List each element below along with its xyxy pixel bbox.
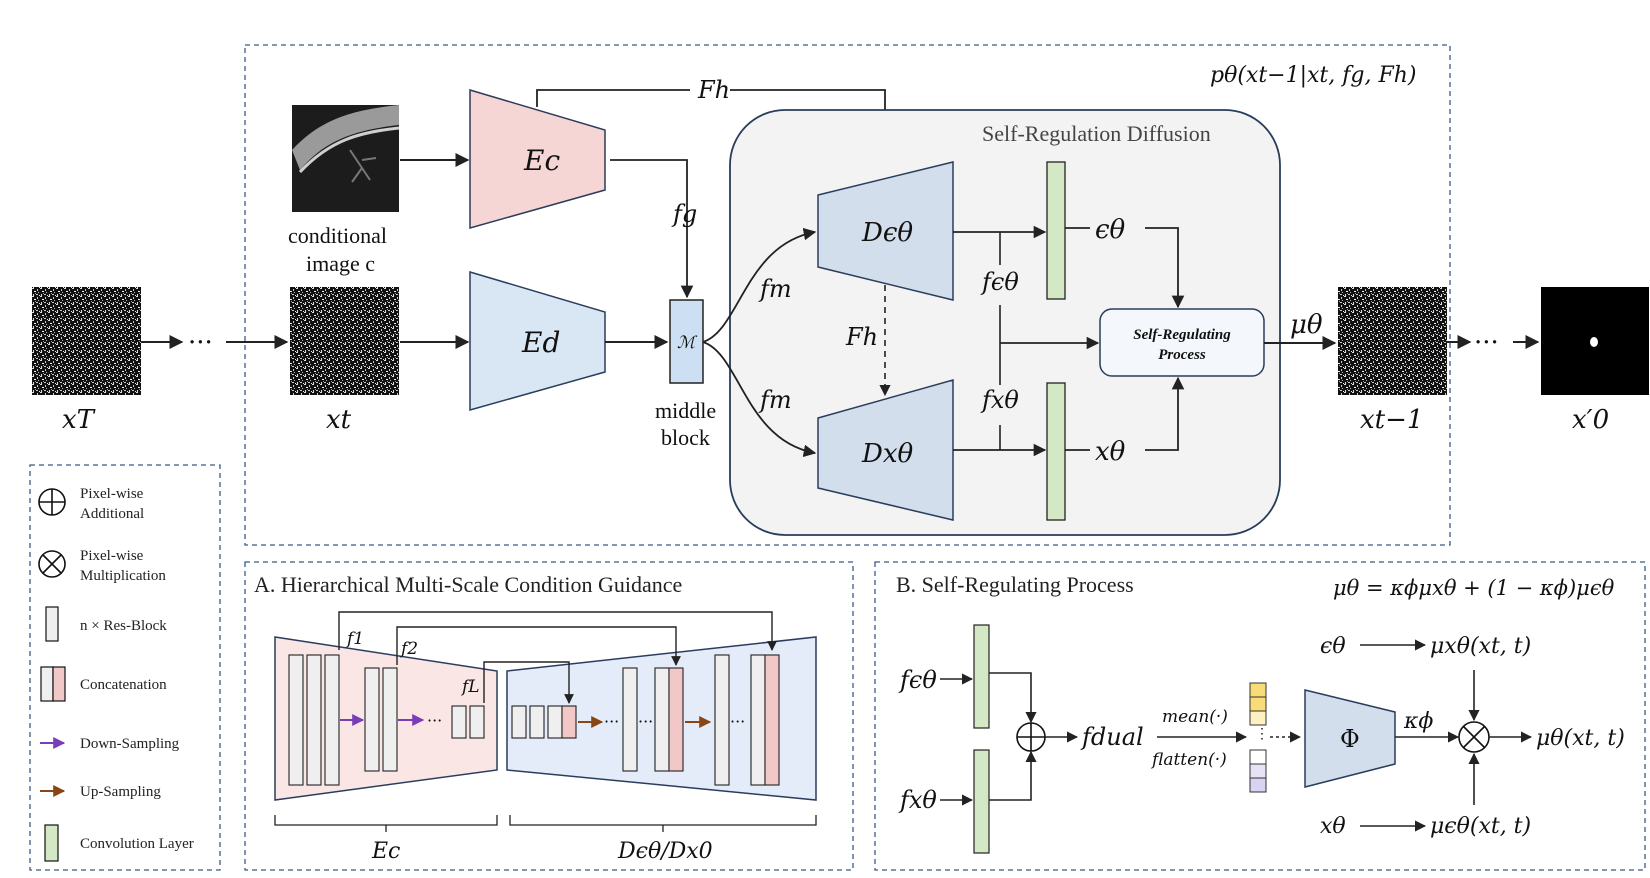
panel-A-title: A. Hierarchical Multi-Scale Condition Gu… xyxy=(254,572,682,597)
panelB-phi-network xyxy=(1304,689,1396,788)
eps-theta-label: ϵθ xyxy=(1095,215,1126,245)
M-label: ℳ xyxy=(677,333,698,353)
panelA-fL-label: fL xyxy=(460,677,480,697)
res-block-icon xyxy=(45,606,59,642)
D-eps-label: Dϵθ xyxy=(861,218,913,248)
Ec-label: Ec xyxy=(523,144,560,177)
dots-left: ··· xyxy=(188,328,213,358)
x-T-label: xT xyxy=(62,405,96,435)
legend-item-2-line2: Multiplication xyxy=(80,568,166,584)
fm-top-label: fm xyxy=(758,275,792,303)
panelA-dots-3: ··· xyxy=(638,712,653,731)
plus-circle-icon xyxy=(38,488,66,516)
dots-right: ··· xyxy=(1474,328,1499,358)
panelA-dots-2: ··· xyxy=(604,712,619,731)
panelB-feature-vector xyxy=(1249,682,1267,793)
panelA-f2-label: f2 xyxy=(399,639,418,659)
conv-layer-eps xyxy=(1046,161,1066,300)
encoder-Ec xyxy=(469,88,606,229)
panelB-flatten-label: flatten(·) xyxy=(1150,750,1227,770)
cond-label-2: image c xyxy=(306,251,375,276)
ct-slice-image xyxy=(292,105,400,212)
panelA-dec-label: Dϵθ/Dx0 xyxy=(617,839,713,864)
panelB-f-eps-label: fϵθ xyxy=(898,666,937,694)
legend-item-3: n × Res-Block xyxy=(80,618,167,634)
concat-icon xyxy=(40,666,66,702)
panelB-conv-eps xyxy=(973,624,990,729)
panelB-kappa-label: κϕ xyxy=(1403,709,1433,734)
panelA-enc-label: Ec xyxy=(371,839,400,864)
legend-item-6: Up-Sampling xyxy=(80,784,161,800)
D-x-label: Dxθ xyxy=(861,439,914,469)
panelA-f1-label: f1 xyxy=(345,629,364,649)
main-panel xyxy=(244,44,1451,546)
legend-item-1-line1: Pixel-wise xyxy=(80,486,144,502)
fm-bottom-label: fm xyxy=(758,386,792,414)
panelB-mean-label: mean(·) xyxy=(1162,707,1228,727)
panelB-x-theta-label: xθ xyxy=(1320,814,1346,839)
panelB-mu-eps-label: μϵθ(xt, t) xyxy=(1430,814,1531,839)
middle-label-2: block xyxy=(661,425,710,450)
srp-label-1: Self-Regulating xyxy=(1133,327,1231,343)
panelB-eps-theta-label: ϵθ xyxy=(1320,634,1346,659)
noise-image-xt xyxy=(290,287,399,395)
panelB-mu-out-label: μθ(xt, t) xyxy=(1536,726,1625,751)
legend-item-5: Down-Sampling xyxy=(80,736,180,752)
Ed-label: Ed xyxy=(521,326,560,359)
x-theta-label: xθ xyxy=(1095,437,1126,467)
panelA-dots-4: ··· xyxy=(730,712,745,731)
panelA-decoder-blocks xyxy=(511,654,780,786)
f-eps-label: fϵθ xyxy=(980,268,1019,296)
panelB-mu-x-label: μxθ(xt, t) xyxy=(1430,634,1531,659)
noise-image xyxy=(32,287,141,395)
conv-icon xyxy=(44,824,59,862)
panelA-dots-1: ··· xyxy=(427,711,442,730)
legend-item-2-line1: Pixel-wise xyxy=(80,548,144,564)
legend-item-4: Concatenation xyxy=(80,677,167,693)
srp-label-2: Process xyxy=(1158,347,1206,363)
panelB-f-dual-label: fdual xyxy=(1080,723,1144,751)
middle-label-1: middle xyxy=(655,398,716,423)
panelB-plus-circle-icon xyxy=(1016,722,1046,752)
decoder-D-x xyxy=(817,379,954,521)
panelA-encoder-blocks xyxy=(288,654,485,786)
srd-title: Self-Regulation Diffusion xyxy=(982,121,1211,146)
f-x-label: fxθ xyxy=(980,386,1019,414)
decoder-D-eps xyxy=(817,161,954,301)
panelB-phi-label: Φ xyxy=(1340,725,1360,753)
fg-label: fg xyxy=(671,200,697,228)
panelB-f-x-label: fxθ xyxy=(898,786,937,814)
conv-layer-x xyxy=(1046,382,1066,521)
x-t-label: xt xyxy=(326,405,352,435)
panel-A xyxy=(244,561,854,871)
noise-image-xt-1 xyxy=(1338,287,1447,395)
panel-B xyxy=(874,561,1646,871)
panel-B-title: B. Self-Regulating Process xyxy=(896,572,1134,597)
Fh-mid-label: Fh xyxy=(845,323,878,351)
x-t-1-label: xt−1 xyxy=(1360,405,1423,435)
main-formula: pθ(xt−1|xt, fg, Fh) xyxy=(1210,63,1416,88)
cond-label-1: conditional xyxy=(288,223,387,248)
middle-block-M xyxy=(669,299,704,384)
mu-theta-label: μθ xyxy=(1290,310,1323,340)
legend-panel xyxy=(29,464,221,871)
legend-item-1-line2: Additional xyxy=(80,506,144,522)
panel-B-equation: μθ = κϕμxθ + (1 − κϕ)μϵθ xyxy=(1333,576,1615,600)
times-circle-icon xyxy=(38,550,66,578)
svg-text:⋮: ⋮ xyxy=(1255,726,1269,742)
Fh-top-label: Fh xyxy=(697,76,730,104)
panelB-times-circle-icon xyxy=(1458,721,1490,753)
encoder-Ed xyxy=(469,270,606,411)
x0-prime-label: x′0 xyxy=(1572,405,1609,435)
legend-item-7: Convolution Layer xyxy=(80,836,194,852)
panelB-conv-x xyxy=(973,749,990,854)
